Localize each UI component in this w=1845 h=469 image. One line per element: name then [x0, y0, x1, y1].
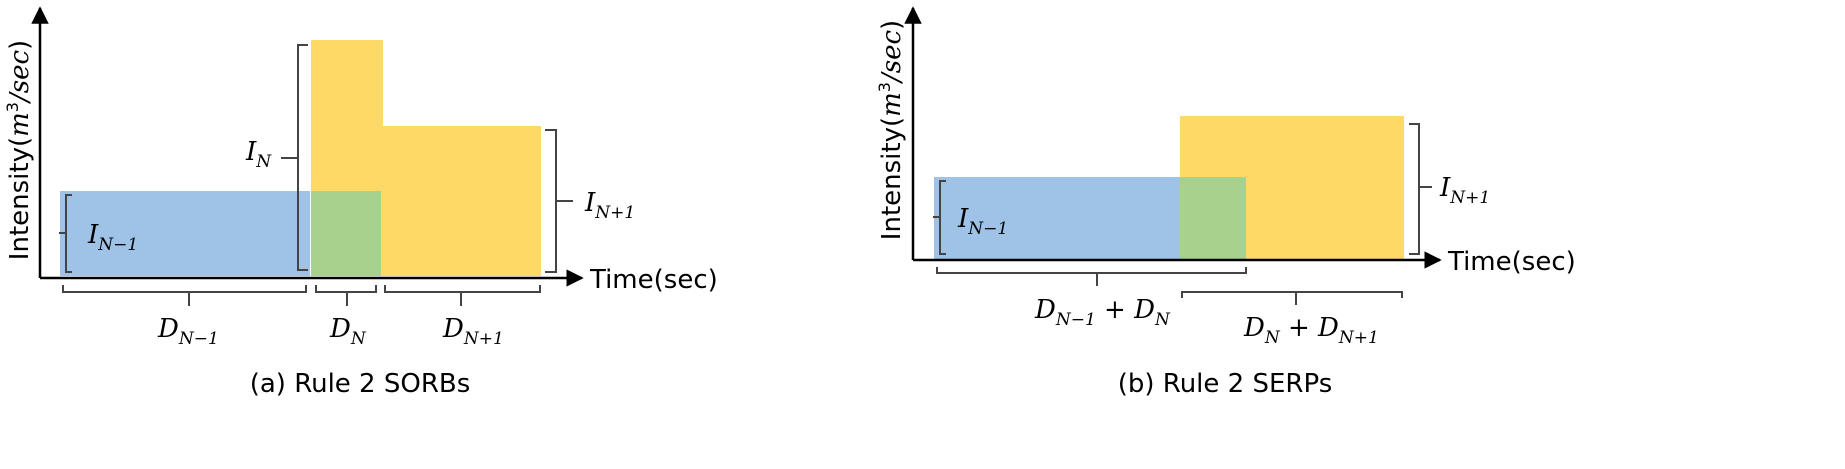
- brace-next-intensity: [545, 129, 573, 273]
- label-prev-intensity: IN−1: [87, 220, 138, 255]
- brace-duration-combined-prev: [936, 267, 1247, 286]
- caption-b: (b) Rule 2 SERPs: [1118, 369, 1333, 399]
- brace-next-intensity: [1409, 123, 1432, 255]
- panel-b: Intensity(m3/sec) Time(sec) IN−1 IN+1 DN…: [875, 6, 1576, 399]
- brace-duration-combined-next: [1181, 291, 1403, 305]
- label-current-intensity: IN: [245, 137, 272, 172]
- label-next-intensity: IN+1: [584, 188, 635, 223]
- y-axis-label: Intensity(m3/sec): [3, 40, 35, 260]
- label-duration-current: DN: [329, 314, 367, 349]
- label-next-intensity: IN+1: [1439, 173, 1490, 208]
- brace-duration-prev: [62, 285, 307, 306]
- label-duration-combined-next: DN + DN+1: [1243, 313, 1379, 348]
- brace-prev-intensity: [59, 194, 72, 273]
- x-axis-label: Time(sec): [589, 265, 718, 295]
- brace-duration-next: [384, 285, 541, 306]
- brace-prev-intensity: [933, 180, 946, 255]
- panel-a: Intensity(m3/sec) Time(sec) IN−1 IN IN+1…: [3, 6, 718, 399]
- y-axis-label: Intensity(m3/sec): [875, 20, 907, 240]
- label-prev-intensity: IN−1: [957, 204, 1008, 239]
- label-duration-combined-prev: DN−1 + DN: [1034, 295, 1171, 330]
- block-prev-intensity: [60, 191, 310, 276]
- x-axis-label: Time(sec): [1447, 247, 1576, 277]
- label-duration-next: DN+1: [442, 314, 504, 349]
- block-overlap: [1180, 177, 1246, 259]
- caption-a: (a) Rule 2 SORBs: [250, 369, 471, 399]
- brace-duration-current: [315, 285, 377, 306]
- label-duration-prev: DN−1: [157, 314, 219, 349]
- brace-current-intensity: [281, 44, 308, 271]
- block-overlap: [311, 191, 381, 276]
- block-next-intensity: [383, 126, 541, 276]
